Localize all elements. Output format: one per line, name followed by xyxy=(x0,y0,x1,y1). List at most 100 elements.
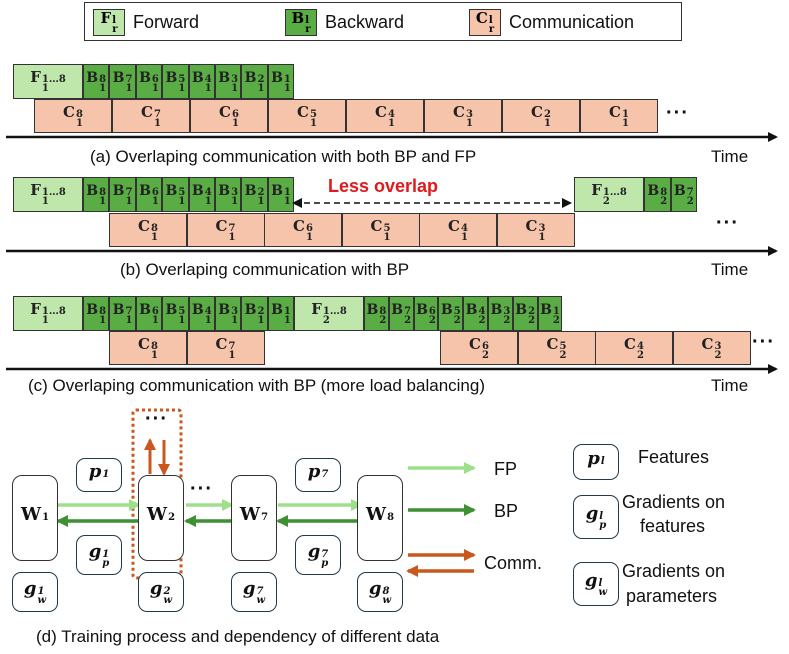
caption-a: (a) Overlaping communication with both B… xyxy=(90,147,477,166)
less-overlap-label: Less overlap xyxy=(328,176,439,196)
ellipsis-workers: ··· xyxy=(190,478,213,500)
legend-backward-label: Backward xyxy=(325,12,405,32)
caption-d: (d) Training process and dependency of d… xyxy=(36,627,440,646)
time-label-b: Time xyxy=(711,260,749,279)
legend-forward-label: Forward xyxy=(133,12,200,32)
caption-c: (c) Overlaping communication with BP (mo… xyxy=(28,376,485,395)
legend-grad-params-label-1: Gradients on xyxy=(622,561,726,581)
legend-grad-params-label-2: parameters xyxy=(626,586,718,606)
legend-fp-label: FP xyxy=(494,459,518,479)
ellipsis-comm: ··· xyxy=(145,408,168,430)
time-label-c: Time xyxy=(711,376,749,395)
legend-grad-features-label-1: Gradients on xyxy=(622,492,726,512)
ellipsis-b: ··· xyxy=(716,212,739,234)
time-label-a: Time xyxy=(711,147,749,166)
legend-grad-features-label-2: features xyxy=(640,516,706,536)
legend-comm-label: Comm. xyxy=(484,553,542,573)
legend-communication-label: Communication xyxy=(509,12,635,32)
ellipsis-a: ··· xyxy=(666,102,689,124)
legend-bp-label: BP xyxy=(494,501,519,521)
legend-features-label: Features xyxy=(638,447,710,467)
